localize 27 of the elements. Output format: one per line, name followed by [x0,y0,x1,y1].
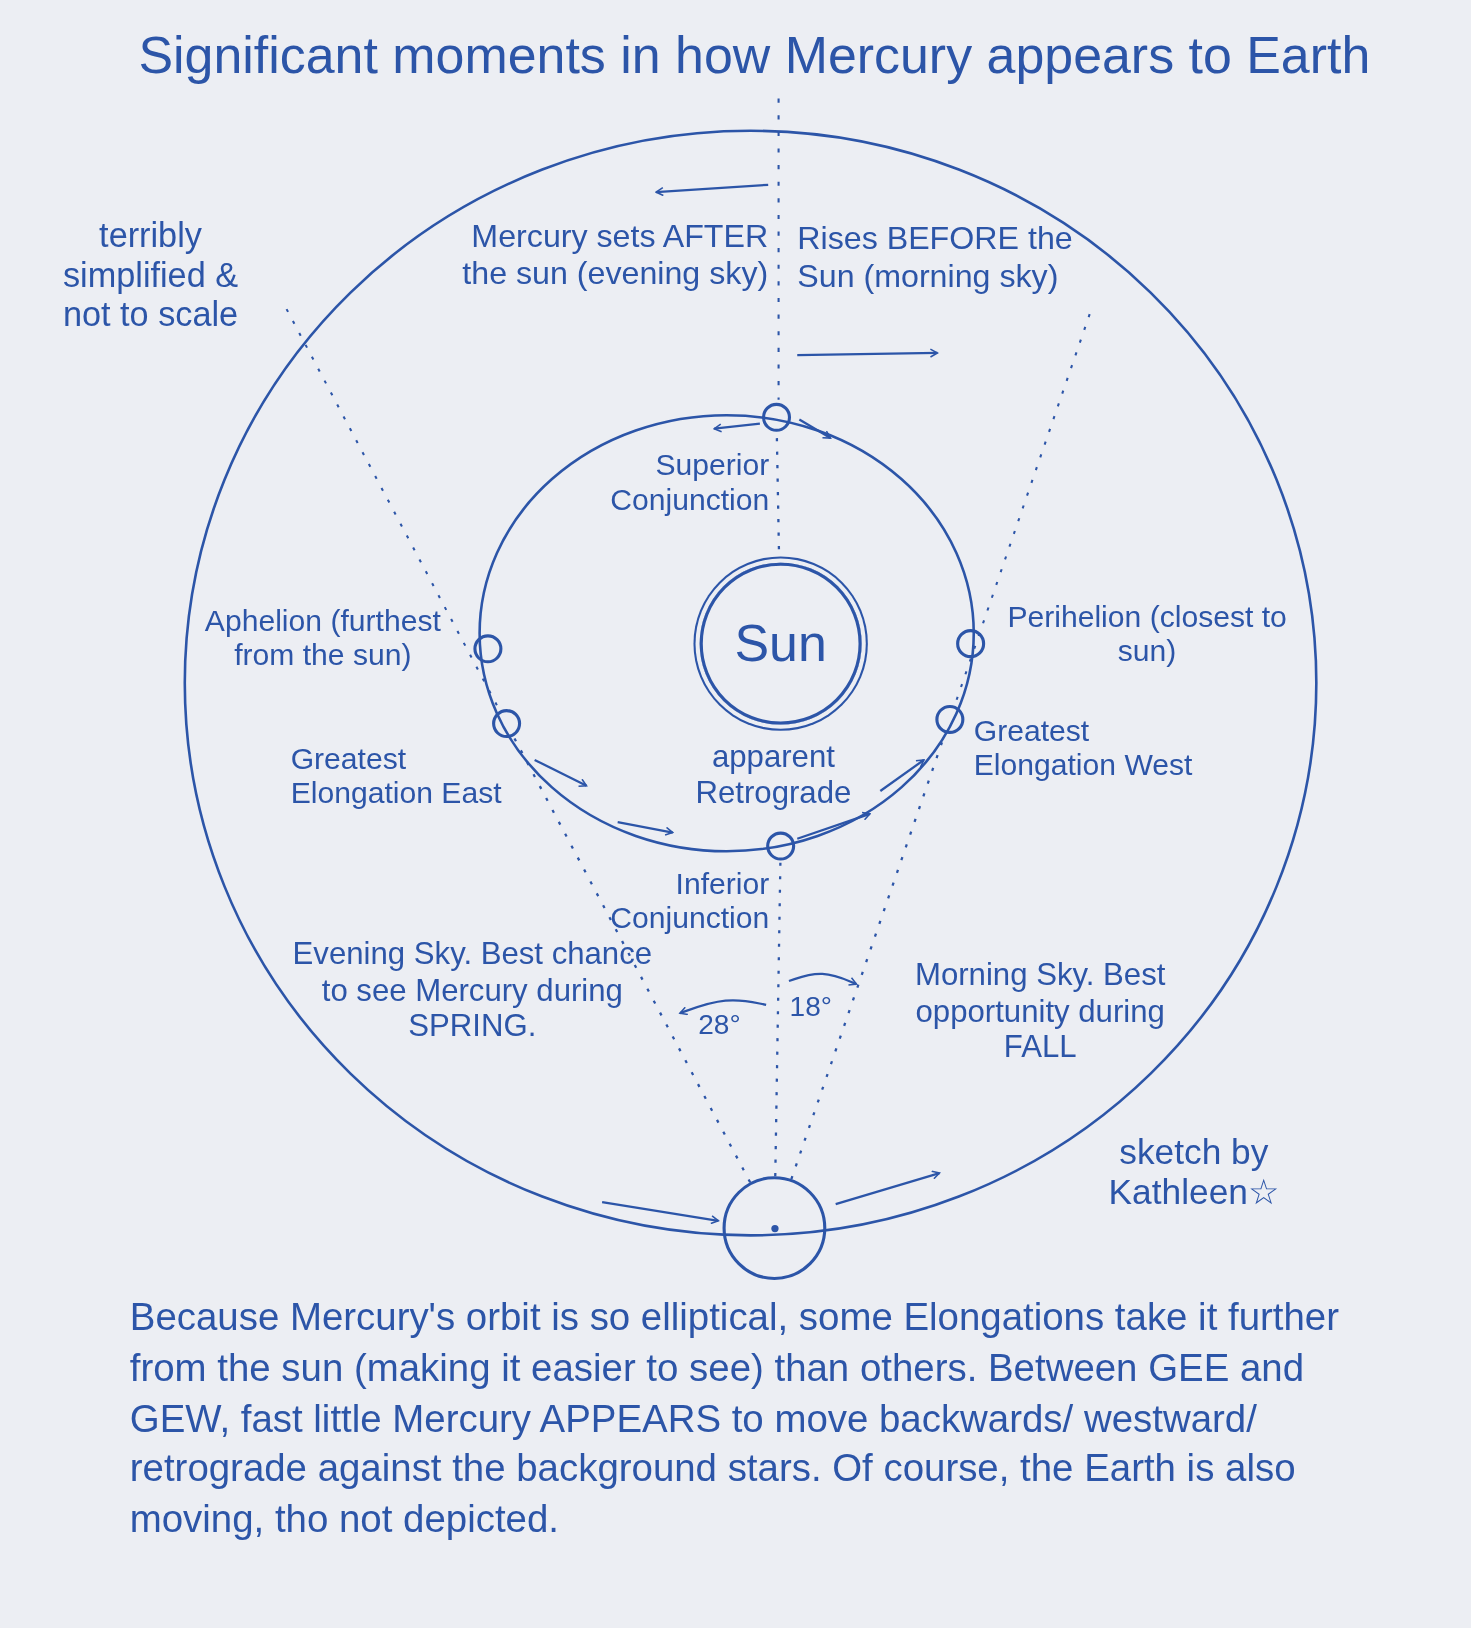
sight-line [774,860,782,1177]
sun-label: Sun [734,613,827,674]
mercury-position-circle [766,831,796,861]
position-label: Aphelion (furthest from the sun) [203,604,442,674]
position-label: Perihelion (closest to sun) [1006,600,1288,670]
visibility-label: Rises BEFORE the Sun (morning sky) [797,220,1074,295]
retrograde-label: apparent Retrograde [694,739,853,811]
angle-label: 18° [788,991,833,1024]
explanation-paragraph: Because Mercury's orbit is so elliptical, some Elongations take it further from the sun (making it easier to see) than others. Between GEE and GEW, fast little Mercury APPEARS to move backwards/ westward/ retrograde against the background stars. Of course, the Earth is also moving, tho not depicted. [129,1294,1340,1543]
mercury-position-circle [956,629,986,659]
position-label: Superior Conjunction [609,448,770,518]
position-label: Inferior Conjunction [609,866,770,937]
position-label: Greatest Elongation East [290,742,503,812]
title: Significant moments in how Mercury appears to Earth [137,27,1371,85]
visibility-note: Evening Sky. Best chance to see Mercury during SPRING. [291,936,654,1044]
angle-label: 28° [697,1009,742,1042]
mercury-position-circle [761,402,792,432]
signature: sketch by Kathleen☆ [1107,1131,1281,1213]
mercury-position-circle [473,634,503,664]
mercury-position-circle [492,709,522,739]
note: terribly simplified & not to scale [61,215,240,335]
sight-line [512,735,752,1183]
visibility-label: Mercury sets AFTER the sun (evening sky) [461,218,769,292]
earth-circle [722,1176,827,1280]
mercury-position-circle [935,704,965,734]
position-label: Greatest Elongation West [973,714,1194,784]
visibility-note: Morning Sky. Best opportunity during FALL [914,957,1167,1065]
